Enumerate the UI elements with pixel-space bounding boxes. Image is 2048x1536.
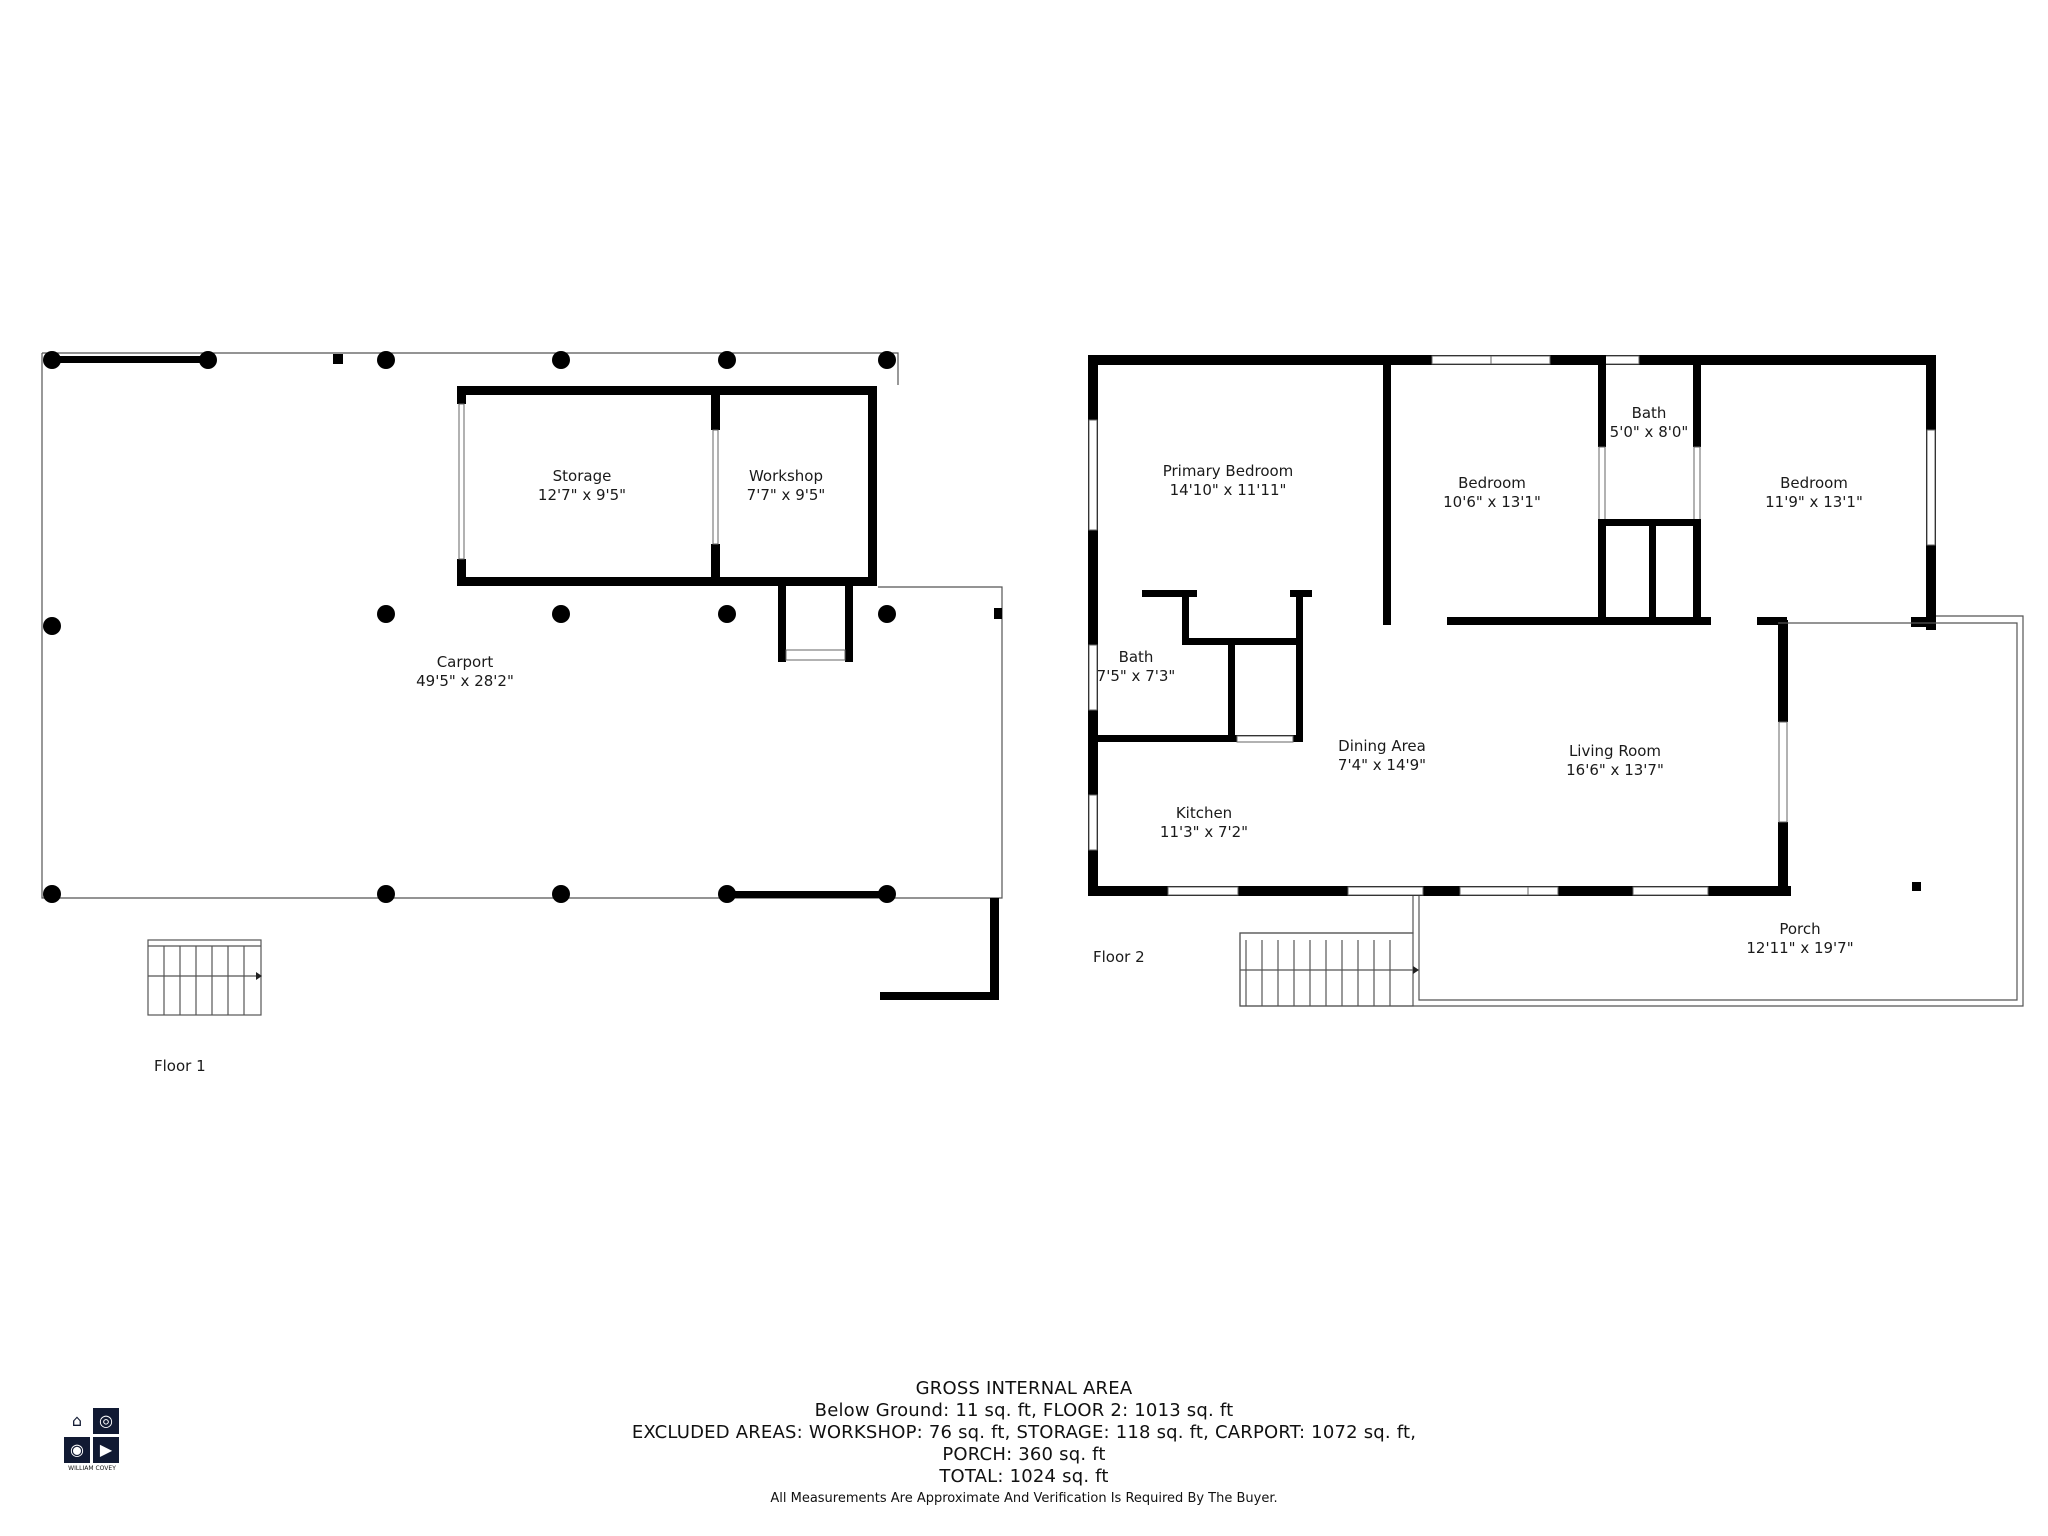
summary-disclaimer: All Measurements Are Approximate And Ver… xyxy=(770,1491,1278,1506)
carport-post-small xyxy=(333,354,343,364)
floor1-label: Floor 1 xyxy=(154,1057,206,1075)
summary-line-3: PORCH: 360 sq. ft xyxy=(942,1444,1106,1465)
storage-workshop-walls xyxy=(457,386,877,662)
floor2-plan xyxy=(1088,355,2024,1007)
carport-outline xyxy=(41,353,1003,899)
room-dim-carport: 49'5" x 28'2" xyxy=(416,672,514,690)
house-icon: ⌂ xyxy=(64,1408,90,1434)
carport-post-small-2 xyxy=(994,608,1002,619)
floor1-wall-fragment-2 xyxy=(880,992,999,1000)
carport-beam-top xyxy=(48,356,208,363)
room-name-carport: Carport xyxy=(437,653,494,671)
brand-logo: ⌂ ◎ ◉ ▶ WILLIAM COVEY xyxy=(64,1408,120,1472)
logo-caption: WILLIAM COVEY xyxy=(68,1465,116,1472)
carport-beam-bottom xyxy=(727,891,887,898)
porch-outline-inner xyxy=(1418,622,2018,1001)
floor2-exterior-walls xyxy=(1088,355,1936,896)
summary-line-2: EXCLUDED AREAS: WORKSHOP: 76 sq. ft, STO… xyxy=(631,1422,1417,1443)
room-dim-bath-upper: 5'0" x 8'0" xyxy=(1610,423,1689,441)
floor2-labels: Primary Bedroom 14'10" x 11'11" Bedroom … xyxy=(1093,404,1863,966)
room-name-dining: Dining Area xyxy=(1338,737,1426,755)
room-dim-bath-lower: 7'5" x 7'3" xyxy=(1097,667,1176,685)
room-name-living: Living Room xyxy=(1569,742,1661,760)
room-dim-storage: 12'7" x 9'5" xyxy=(538,486,626,504)
summary-line-4: TOTAL: 1024 sq. ft xyxy=(939,1466,1109,1487)
floor1-wall-fragment xyxy=(990,898,999,1000)
compass-icon: ◎ xyxy=(93,1408,119,1434)
floor2-interior-walls xyxy=(1088,355,1936,743)
room-name-porch: Porch xyxy=(1779,920,1820,938)
room-dim-primary-bedroom: 14'10" x 11'11" xyxy=(1170,481,1287,499)
floor1-stairs xyxy=(147,939,262,1016)
room-name-bedroom-1: Bedroom xyxy=(1458,474,1526,492)
play-icon: ▶ xyxy=(93,1437,119,1463)
room-name-workshop: Workshop xyxy=(749,467,823,485)
summary-heading: GROSS INTERNAL AREA xyxy=(915,1378,1133,1399)
porch-post xyxy=(1912,882,1921,891)
room-dim-workshop: 7'7" x 9'5" xyxy=(747,486,826,504)
room-dim-porch: 12'11" x 19'7" xyxy=(1746,939,1853,957)
carport-posts xyxy=(43,351,896,903)
summary-line-1: Below Ground: 11 sq. ft, FLOOR 2: 1013 s… xyxy=(814,1400,1234,1421)
room-dim-dining: 7'4" x 14'9" xyxy=(1338,756,1426,774)
camera-icon: ◉ xyxy=(64,1437,90,1463)
area-summary: GROSS INTERNAL AREA Below Ground: 11 sq.… xyxy=(0,1378,2048,1508)
carport-outline-top xyxy=(42,352,899,385)
floor2-stairs xyxy=(1239,932,1419,1007)
room-name-bedroom-2: Bedroom xyxy=(1780,474,1848,492)
room-dim-kitchen: 11'3" x 7'2" xyxy=(1160,823,1248,841)
room-name-kitchen: Kitchen xyxy=(1176,804,1232,822)
room-dim-bedroom-1: 10'6" x 13'1" xyxy=(1443,493,1541,511)
room-name-bath-lower: Bath xyxy=(1119,648,1154,666)
room-dim-living: 16'6" x 13'7" xyxy=(1566,761,1664,779)
room-name-storage: Storage xyxy=(553,467,612,485)
room-dim-bedroom-2: 11'9" x 13'1" xyxy=(1765,493,1863,511)
floor2-label: Floor 2 xyxy=(1093,948,1145,966)
floor1-plan xyxy=(41,351,1003,1016)
floor1-labels: Carport 49'5" x 28'2" Storage 12'7" x 9'… xyxy=(154,467,825,1075)
room-name-primary-bedroom: Primary Bedroom xyxy=(1163,462,1294,480)
room-name-bath-upper: Bath xyxy=(1632,404,1667,422)
